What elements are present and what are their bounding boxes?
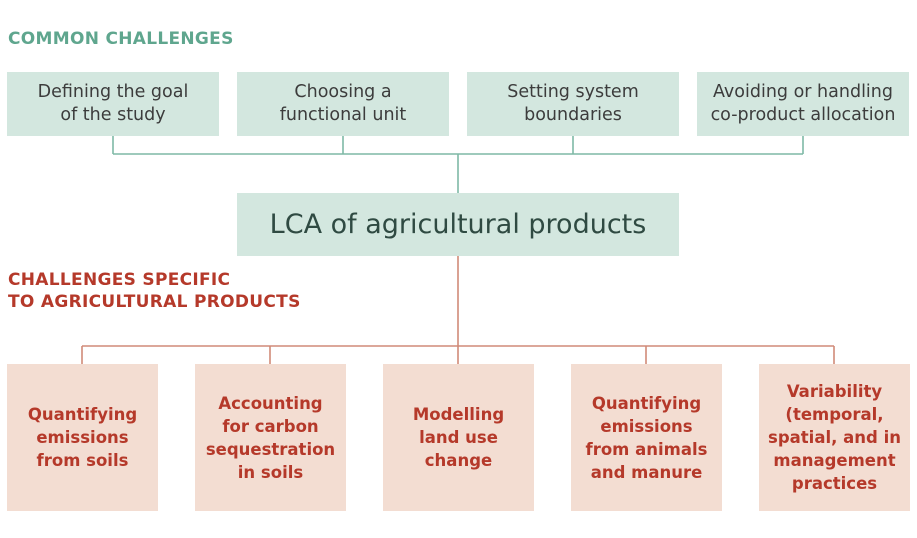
common-challenge-functional-unit-line1: Choosing a	[294, 82, 392, 102]
specific-challenge-line: Variability	[786, 382, 883, 401]
specific-challenge-line: for carbon	[222, 416, 319, 436]
common-challenge-goal: Defining the goal of the study	[7, 72, 219, 136]
common-challenge-boundaries: Setting system boundaries	[467, 72, 679, 136]
specific-challenge-line: emissions	[36, 428, 129, 447]
common-challenge-allocation-line1: Avoiding or handling	[712, 82, 893, 102]
specific-challenge-line: sequestration	[205, 439, 336, 459]
specific-challenge-line: (temporal,	[785, 405, 884, 424]
common-challenge-goal-line1: Defining the goal	[37, 82, 189, 102]
common-challenge-functional-unit-line2: functional unit	[279, 105, 407, 125]
specific-challenge-line: management	[773, 451, 896, 470]
center-lca-box: LCA of agricultural products	[237, 193, 679, 256]
common-challenge-boundaries-line2: boundaries	[524, 105, 622, 125]
specific-challenge-variability: Variability (temporal, spatial, and in m…	[759, 364, 910, 511]
specific-challenge-line: from soils	[36, 451, 129, 470]
specific-challenge-line: spatial, and in	[768, 428, 901, 447]
common-challenge-goal-line2: of the study	[60, 105, 166, 125]
specific-connectors	[81, 256, 835, 364]
specific-challenge-line: practices	[791, 474, 878, 493]
specific-challenge-soil-emissions: Quantifying emissions from soils	[7, 364, 158, 511]
specific-heading-line1: CHALLENGES SPECIFIC	[8, 270, 231, 290]
common-challenges-heading: COMMON CHALLENGES	[8, 29, 234, 49]
specific-challenge-line: in soils	[237, 462, 304, 482]
specific-challenge-line: Quantifying	[591, 393, 702, 413]
specific-challenge-line: Quantifying	[27, 405, 138, 424]
specific-challenge-line: and manure	[590, 462, 703, 482]
specific-challenge-line: from animals	[585, 439, 708, 459]
common-challenge-allocation-line2: co-product allocation	[710, 105, 896, 125]
common-challenge-boundaries-line1: Setting system	[507, 82, 639, 102]
specific-challenge-line: change	[424, 451, 493, 470]
specific-challenge-line: Accounting	[218, 393, 323, 413]
specific-challenges-heading: CHALLENGES SPECIFIC TO AGRICULTURAL PROD…	[8, 269, 301, 313]
specific-challenge-line: emissions	[600, 416, 693, 436]
common-connectors	[112, 136, 804, 193]
specific-heading-line2: TO AGRICULTURAL PRODUCTS	[8, 292, 301, 312]
common-challenge-functional-unit: Choosing a functional unit	[237, 72, 449, 136]
specific-challenge-animal-emissions: Quantifying emissions from animals and m…	[571, 364, 722, 511]
common-challenge-allocation: Avoiding or handling co-product allocati…	[697, 72, 909, 136]
specific-challenge-line: land use	[419, 428, 498, 447]
center-lca-label: LCA of agricultural products	[269, 209, 647, 240]
specific-challenge-carbon-sequestration: Accounting for carbon sequestration in s…	[195, 364, 346, 511]
specific-challenge-line: Modelling	[412, 405, 505, 424]
specific-challenge-land-use-change: Modelling land use change	[383, 364, 534, 511]
